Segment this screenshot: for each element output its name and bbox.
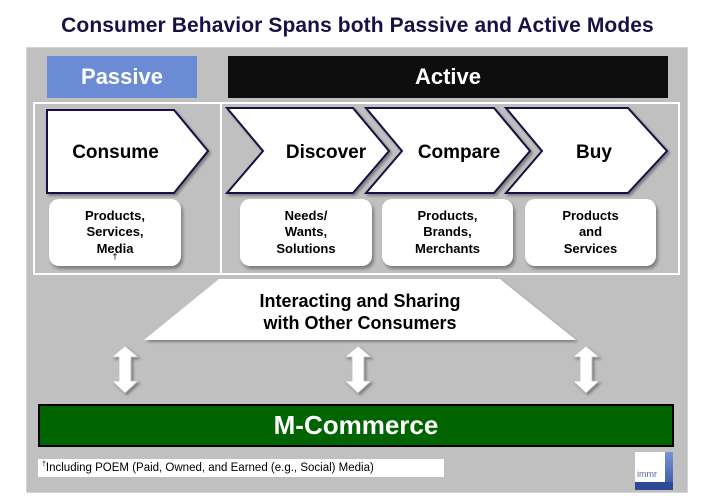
immr-logo: immr [635,452,673,490]
card-line: Services, [86,224,144,240]
stages-frame [33,102,680,275]
passive-active-divider [220,102,222,275]
card-line: and [578,224,603,240]
up-down-arrow-icon [343,345,373,394]
footnote-mark: † [42,461,46,469]
stage-label-compare: Compare [417,142,501,163]
card-line: Merchants [414,240,481,256]
mcommerce-bar: M-Commerce [38,404,674,447]
card-line: Products, [417,207,478,223]
card-line: Brands, [423,224,472,240]
card-line: Services [563,240,618,256]
logo-bevel [635,482,673,490]
up-down-arrow-icon [571,345,601,394]
stage-card-discover: Needs/ Wants, Solutions [240,199,372,266]
chevron-discover [224,107,391,194]
card-line: Media [96,240,134,256]
card-line: Products, [85,207,145,223]
sharing-line: Interacting and Sharing [259,291,461,311]
page-title: Consumer Behavior Spans both Passive and… [61,14,654,37]
passive-mode-header: Passive [47,56,197,98]
stage-label-discover: Discover [285,142,367,163]
card-line: Wants, [284,224,328,240]
card-line: Solutions [276,240,336,256]
logo-bevel [665,452,673,490]
chevron-consume [46,109,210,194]
stage-card-compare: Products, Brands, Merchants [382,199,513,266]
sharing-label: Interacting and Sharing with Other Consu… [200,290,520,334]
sharing-trapezoid [144,279,576,340]
footnote-text: Including POEM (Paid, Owned, and Earned … [45,462,374,474]
active-mode-header: Active [228,56,668,98]
chevron-buy [503,107,669,194]
sharing-line: with Other Consumers [263,313,457,333]
up-down-arrow-icon [110,345,140,394]
stage-label-buy: Buy [576,142,612,163]
chevron-compare [363,107,532,194]
card-line: Needs/ [284,207,328,223]
logo-text: immr [635,452,665,482]
stage-card-consume: Products, Services, Media† [49,199,181,266]
stage-card-buy: Products and Services [525,199,656,266]
card-line: Products [562,207,619,223]
stage-label-consume: Consume [72,142,159,163]
footnote: †Including POEM (Paid, Owned, and Earned… [38,459,444,477]
